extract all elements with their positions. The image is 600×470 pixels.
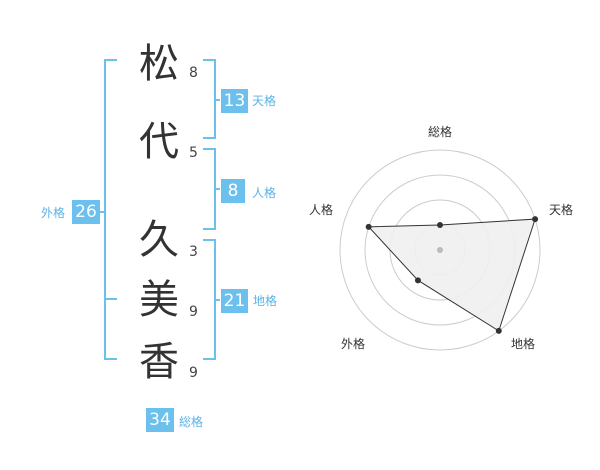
radar-axis-label-0: 総格 bbox=[428, 125, 453, 139]
stroke-count-4: 9 bbox=[189, 304, 198, 320]
gaikaku-bracket bbox=[100, 59, 117, 360]
stroke-count-2: 5 bbox=[189, 145, 198, 161]
name-char-3: 久 bbox=[139, 217, 179, 263]
radar-point-2 bbox=[495, 327, 502, 334]
chikaku-bracket bbox=[203, 239, 220, 360]
radar-point-0 bbox=[437, 222, 443, 228]
radar-polygon bbox=[367, 218, 536, 332]
name-char-5: 香 bbox=[139, 339, 179, 385]
stroke-count-3: 3 bbox=[189, 244, 198, 260]
stroke-count-5: 9 bbox=[189, 365, 198, 381]
jinkaku-value: 8 bbox=[221, 179, 245, 203]
name-char-1: 松 bbox=[139, 41, 179, 87]
radar-axis-label-3: 外格 bbox=[341, 337, 366, 351]
jinkaku-label: 人格 bbox=[252, 186, 277, 200]
radar-axis-label-1: 天格 bbox=[549, 203, 574, 217]
soukaku-label: 総格 bbox=[179, 415, 204, 429]
tenkaku-bracket bbox=[203, 59, 220, 139]
gaikaku-label: 外格 bbox=[41, 206, 66, 220]
radar-point-4 bbox=[365, 223, 372, 230]
stroke-count-1: 8 bbox=[189, 65, 198, 81]
tenkaku-value: 13 bbox=[221, 89, 248, 113]
gaikaku-value: 26 bbox=[72, 200, 100, 224]
tenkaku-label: 天格 bbox=[252, 94, 277, 108]
radar-center bbox=[437, 247, 443, 253]
chikaku-label: 地格 bbox=[253, 294, 278, 308]
soukaku-value: 34 bbox=[146, 408, 174, 432]
radar-axis-label-4: 人格 bbox=[309, 203, 334, 217]
name-char-2: 代 bbox=[139, 119, 179, 165]
radar-axis-label-2: 地格 bbox=[511, 337, 536, 351]
radar-point-3 bbox=[414, 277, 421, 284]
radar-point-1 bbox=[532, 216, 539, 223]
chikaku-value: 21 bbox=[221, 289, 248, 313]
name-char-4: 美 bbox=[139, 277, 179, 323]
jinkaku-bracket bbox=[203, 148, 220, 230]
radar-grid-ring bbox=[339, 149, 541, 351]
